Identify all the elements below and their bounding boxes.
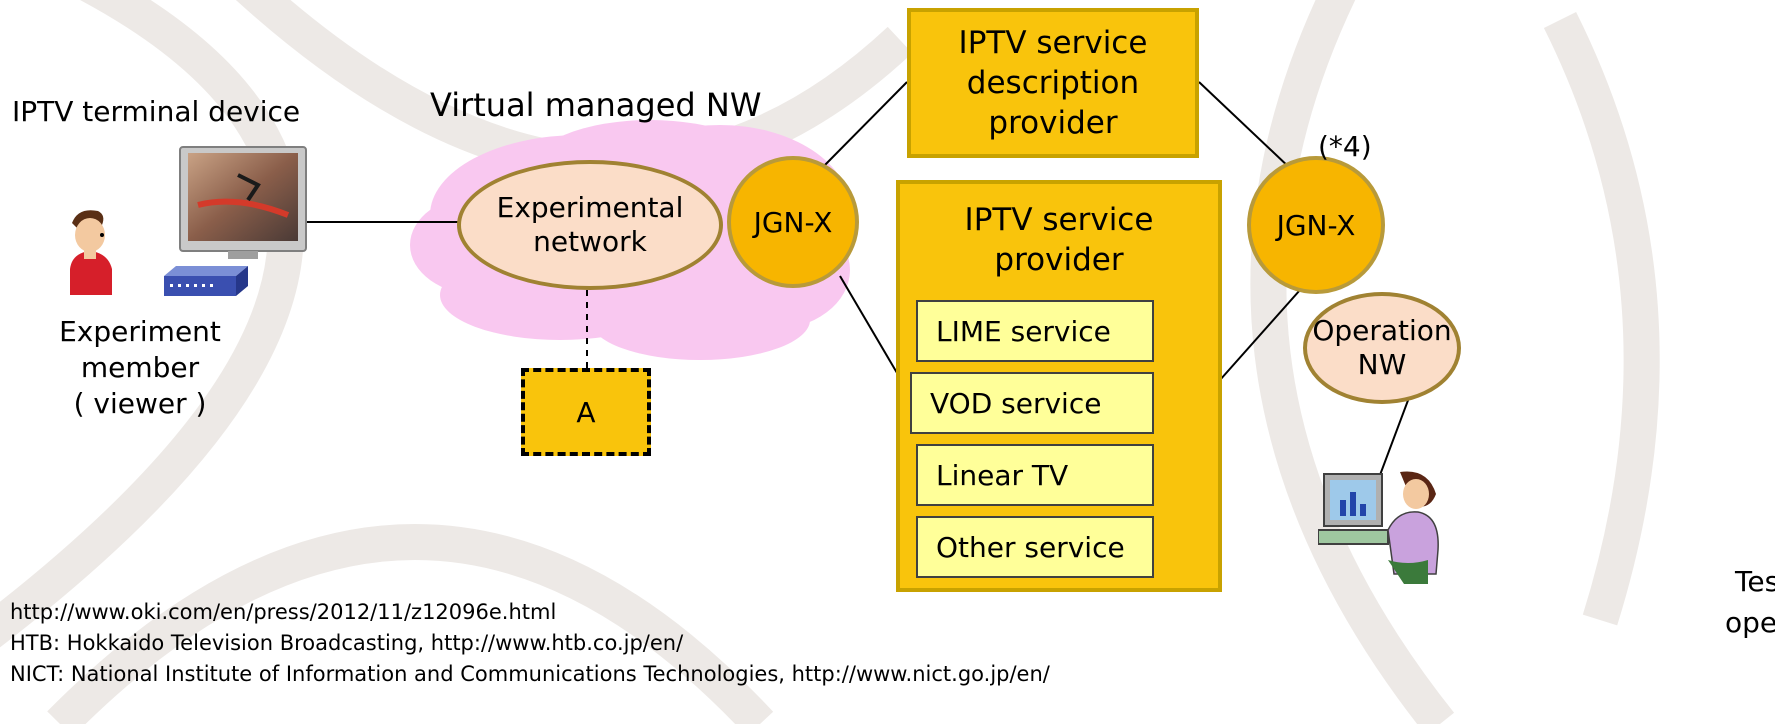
jgnx-left-label: JGN-X — [753, 205, 833, 239]
line-description-to-jgnx-right — [1198, 81, 1293, 171]
service-provider-title: IPTV service provider — [900, 200, 1218, 280]
experiment-member-label: Experiment member ( viewer ) — [40, 314, 240, 422]
member-line-2: member — [80, 351, 200, 384]
service-item-linear-tv[interactable]: Linear TV — [916, 444, 1154, 506]
member-line-3: ( viewer ) — [73, 387, 207, 420]
service-item-other[interactable]: Other service — [916, 516, 1154, 578]
experimental-network-line-2: network — [533, 225, 647, 258]
service-provider-line-2: provider — [994, 242, 1124, 278]
experimental-network-line-1: Experimental — [496, 191, 684, 225]
footnote-line: http://www.oki.com/en/press/2012/11/z120… — [10, 600, 557, 624]
member-line-1: Experiment — [59, 315, 221, 348]
viewer-person-icon — [70, 210, 112, 295]
line-provider-to-jgnx-right — [1219, 289, 1301, 381]
terminal-device-label: IPTV terminal device — [12, 95, 301, 128]
box-a-label: A — [576, 395, 596, 429]
footnote-line: HTB: Hokkaido Television Broadcasting, h… — [10, 631, 684, 655]
operation-nw-line-2: NW — [1357, 348, 1407, 381]
testbed-label-line-1: Testbed — [1735, 565, 1775, 598]
set-top-box-icon — [164, 266, 248, 296]
box-a[interactable]: A — [521, 368, 651, 456]
description-provider-line-1: IPTV service — [958, 25, 1148, 61]
service-provider-line-1: IPTV service — [964, 202, 1154, 238]
service-item-lime[interactable]: LIME service — [916, 300, 1154, 362]
service-item-vod[interactable]: VOD service — [910, 372, 1154, 434]
line-jgnx-left-to-provider — [839, 275, 901, 379]
footnote-marker-4: (*4) — [1318, 130, 1372, 163]
iptv-service-description-provider-box[interactable]: IPTV service description provider — [907, 8, 1199, 158]
iptv-service-provider-box[interactable]: IPTV service provider LIME service VOD s… — [896, 180, 1222, 592]
operation-nw-line-1: Operation — [1312, 314, 1452, 348]
experimental-network-node[interactable]: Experimental network — [457, 160, 723, 290]
footnote-line: NICT: National Institute of Information … — [10, 662, 1050, 686]
jgnx-left-node[interactable]: JGN-X — [727, 156, 859, 288]
operation-nw-node[interactable]: Operation NW — [1303, 292, 1461, 404]
jgnx-right-label: JGN-X — [1276, 208, 1356, 242]
testbed-label-line-2: operator — [1725, 606, 1775, 639]
testbed-operator-icon — [1318, 471, 1439, 584]
tv-icon — [179, 146, 307, 259]
line-operation-to-testbed — [1379, 394, 1411, 476]
description-provider-line-3: provider — [988, 105, 1118, 141]
description-provider-line-2: description — [966, 65, 1140, 101]
jgnx-right-node[interactable]: JGN-X — [1247, 156, 1385, 294]
virtual-managed-nw-title: Virtual managed NW — [430, 86, 762, 124]
line-jgnx-left-to-description — [819, 81, 908, 171]
